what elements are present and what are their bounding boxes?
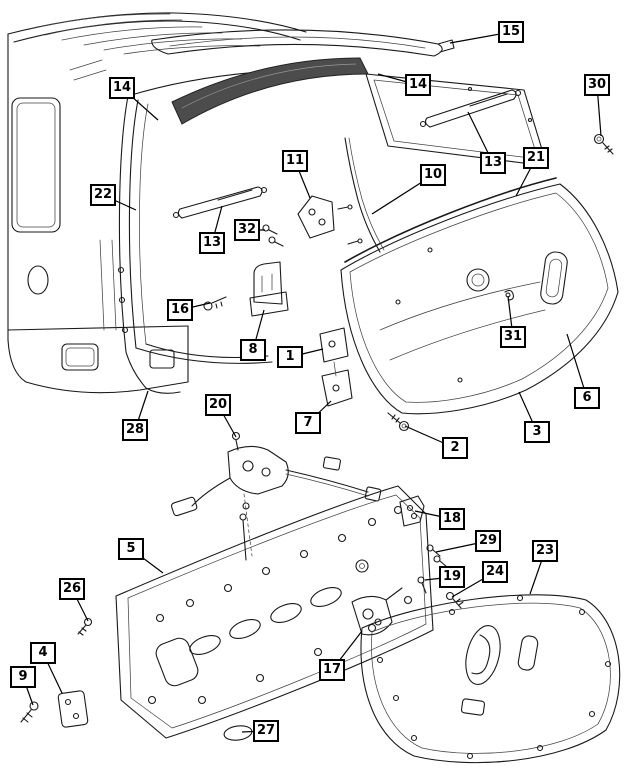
callout-28: 28 — [122, 419, 148, 441]
callout-9: 9 — [10, 666, 36, 688]
callout-18: 18 — [439, 508, 465, 530]
callout-10: 10 — [420, 164, 446, 186]
callout-5: 5 — [118, 538, 144, 560]
screw-30 — [593, 133, 614, 155]
fasteners-right — [399, 495, 464, 609]
callout-21: 21 — [523, 147, 549, 169]
hinge-bolts — [262, 224, 284, 247]
callout-26: 26 — [59, 578, 85, 600]
trim-panel — [360, 594, 621, 764]
callout-27: 27 — [253, 720, 279, 742]
callout-29: 29 — [475, 530, 501, 552]
striker-bracket — [249, 261, 289, 317]
callout-14: 14 — [109, 77, 135, 99]
vehicle-rear-body — [7, 12, 307, 394]
screw-2 — [387, 412, 410, 432]
callout-6: 6 — [574, 387, 600, 409]
callout-30: 30 — [584, 74, 610, 96]
callout-13: 13 — [199, 232, 225, 254]
callout-7: 7 — [295, 412, 321, 434]
liftgate-panel — [340, 177, 619, 415]
small-parts-left — [20, 617, 253, 741]
spoiler — [151, 29, 455, 57]
gas-strut-left — [172, 186, 268, 219]
callout-4: 4 — [30, 642, 56, 664]
callout-16: 16 — [167, 299, 193, 321]
callout-8: 8 — [240, 339, 266, 361]
callout-31: 31 — [500, 326, 526, 348]
callout-24: 24 — [482, 561, 508, 583]
callout-2: 2 — [442, 437, 468, 459]
hinge-brackets — [319, 327, 353, 407]
callout-22: 22 — [90, 184, 116, 206]
callout-20: 20 — [205, 394, 231, 416]
callout-23: 23 — [532, 540, 558, 562]
callout-13: 13 — [480, 152, 506, 174]
liftgate-inner-panel — [115, 485, 434, 739]
callout-19: 19 — [439, 566, 465, 588]
gas-strut-right — [419, 89, 522, 128]
screw-16 — [203, 296, 227, 311]
callout-1: 1 — [277, 346, 303, 368]
callout-3: 3 — [524, 421, 550, 443]
hinge — [297, 195, 335, 239]
callout-15: 15 — [498, 21, 524, 43]
callout-17: 17 — [319, 659, 345, 681]
callout-11: 11 — [282, 150, 308, 172]
callout-32: 32 — [234, 219, 260, 241]
wiring-harness — [337, 137, 385, 253]
callout-14: 14 — [405, 74, 431, 96]
latch-assembly — [170, 431, 382, 557]
